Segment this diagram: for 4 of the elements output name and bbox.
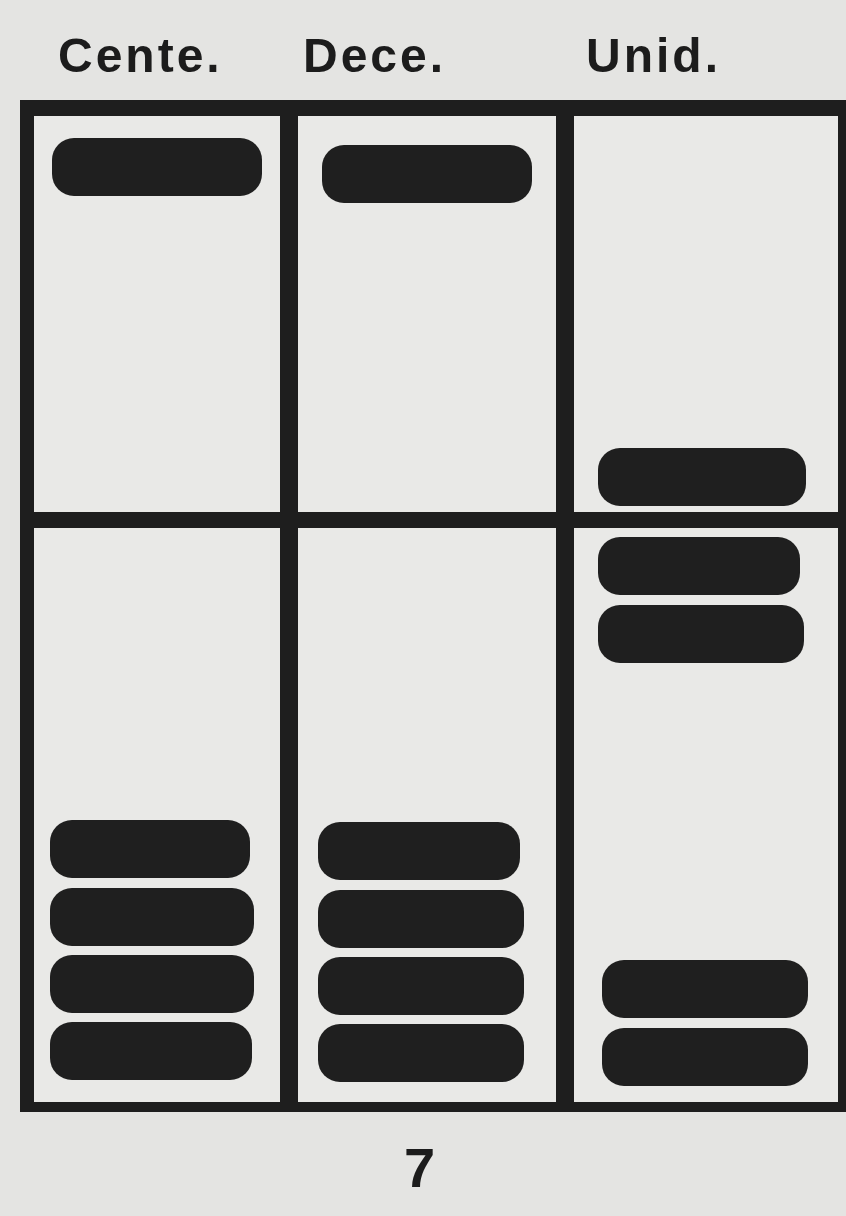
column-header: Dece. bbox=[303, 28, 447, 83]
page-number: 7 bbox=[404, 1135, 439, 1200]
column-header: Unid. bbox=[586, 28, 721, 83]
column-header: Cente. bbox=[58, 28, 223, 83]
